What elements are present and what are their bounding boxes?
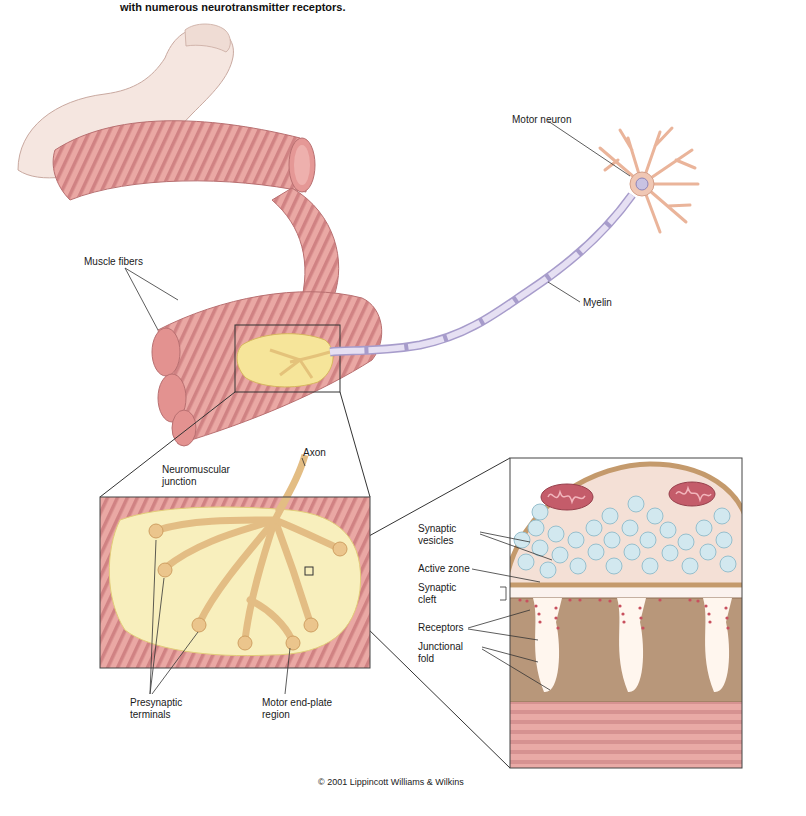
figure-caption: with numerous neurotransmitter receptors… xyxy=(120,1,346,13)
part-label: Presynaptic terminals xyxy=(130,697,200,721)
part-label: Neuromuscular junction xyxy=(162,464,242,488)
part-label: Receptors xyxy=(418,622,470,634)
part-label: Motor neuron xyxy=(512,114,571,126)
part-label: Junctional fold xyxy=(418,641,480,665)
part-label: Myelin xyxy=(583,297,612,309)
part-label: Active zone xyxy=(418,563,474,575)
part-label: Synaptic cleft xyxy=(418,582,474,606)
part-label: © 2001 Lippincott Williams & Wilkins xyxy=(318,776,464,788)
part-label: Axon xyxy=(303,447,326,459)
part-label: Muscle fibers xyxy=(84,256,143,268)
part-label: Motor end-plate region xyxy=(262,697,338,721)
part-label: Synaptic vesicles xyxy=(418,523,480,547)
